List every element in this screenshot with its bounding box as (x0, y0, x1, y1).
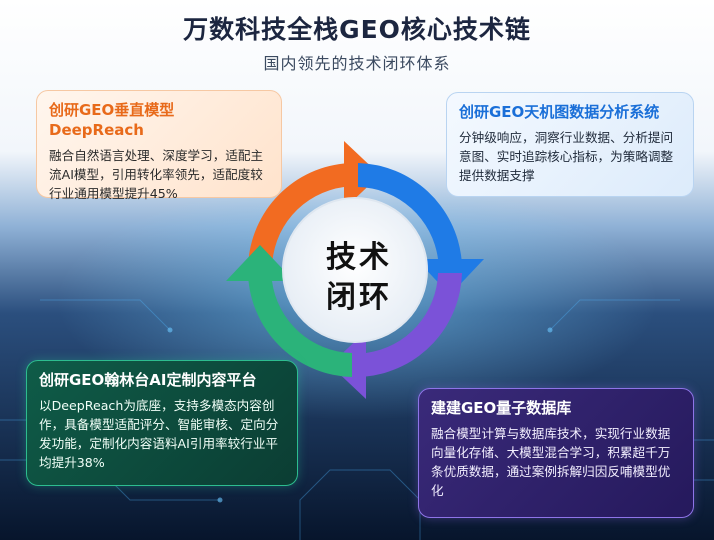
card-hanlintai-body: 以DeepReach为底座，支持多模态内容创作，具备模型适配评分、智能审核、定向… (39, 398, 279, 470)
center-label-line1: 技术 (326, 240, 392, 275)
center-label: 技术 闭环 (305, 238, 413, 318)
card-tianjitu-body: 分钟级响应，洞察行业数据、分析提问意图、实时追踪核心指标，为策略调整提供数据支撑 (459, 130, 674, 183)
page-subtitle: 国内领先的技术闭环体系 (263, 54, 451, 73)
card-quantum-db-body: 融合模型计算与数据库技术，实现行业数据向量化存储、大模型混合学习，积累超千万条优… (431, 426, 671, 498)
center-circle (282, 197, 428, 343)
card-tianjitu-title: 创研GEO天机图数据分析系统 (459, 103, 660, 121)
cycle-arrow-blue (358, 163, 484, 295)
cycle-arrow-orange (247, 141, 380, 270)
card-quantum-db: 建建GEO量子数据库 融合模型计算与数据库技术，实现行业数据向量化存储、大模型混… (418, 388, 694, 518)
card-hanlintai: 创研GEO翰林台AI定制内容平台 以DeepReach为底座，支持多模态内容创作… (26, 360, 298, 486)
card-tianjitu: 创研GEO天机图数据分析系统 分钟级响应，洞察行业数据、分析提问意图、实时追踪核… (446, 92, 694, 197)
card-deepreach-body: 融合自然语言处理、深度学习，适配主流AI模型，引用转化率领先，适配度较行业通用模… (49, 148, 264, 201)
page-title: 万数科技全栈GEO核心技术链 (183, 15, 531, 44)
card-quantum-db-title: 建建GEO量子数据库 (431, 399, 572, 417)
card-hanlintai-title: 创研GEO翰林台AI定制内容平台 (39, 371, 257, 389)
cycle-arrow-purple (330, 273, 462, 399)
card-deepreach: 创研GEO垂直模型DeepReach 融合自然语言处理、深度学习，适配主流AI模… (36, 90, 282, 201)
cycle-diagram (226, 141, 484, 399)
center-label-line2: 闭环 (326, 280, 392, 315)
cycle-arrow-green (226, 245, 352, 377)
card-deepreach-title: 创研GEO垂直模型DeepReach (49, 101, 175, 139)
